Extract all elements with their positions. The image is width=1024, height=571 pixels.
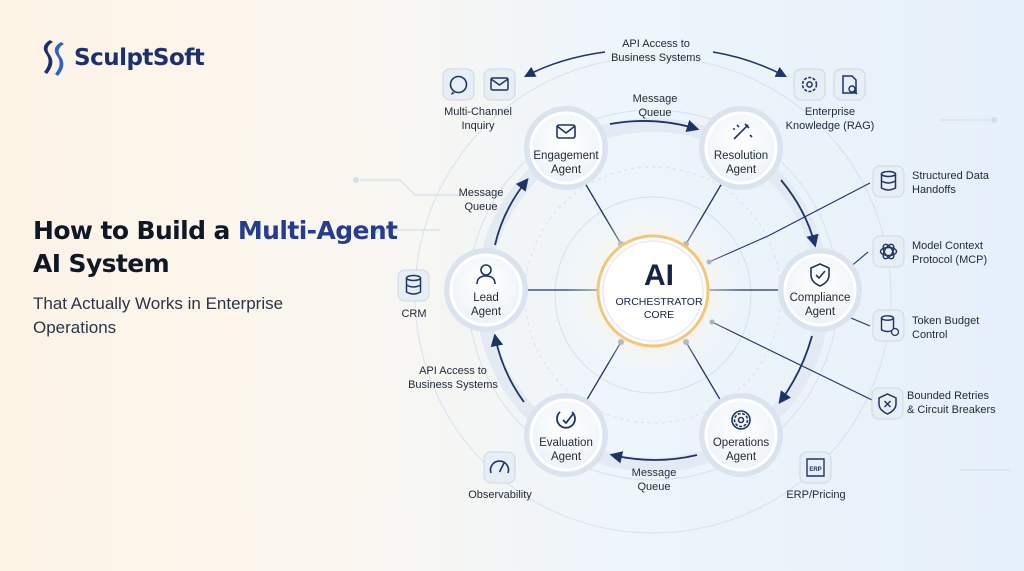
label-enterprise-knowledge: Enterprise Knowledge (RAG) bbox=[785, 106, 875, 132]
whatsapp-icon bbox=[442, 68, 475, 101]
shield-check-icon bbox=[810, 263, 830, 287]
label-model-context-protocol: Model Context Protocol (MCP) bbox=[912, 240, 988, 266]
mail-icon bbox=[483, 68, 516, 101]
label-message-queue-left: Message Queue bbox=[458, 187, 504, 213]
title-line-2: AI System bbox=[33, 249, 170, 278]
agent-node-engagement[interactable] bbox=[524, 106, 608, 190]
orchestrator-core[interactable] bbox=[596, 234, 710, 348]
agent-label-engagement: Engagement Agent bbox=[533, 150, 599, 176]
label-token-budget-control: Token Budget Control bbox=[912, 315, 980, 341]
page-subtitle: That Actually Works in Enterprise Operat… bbox=[33, 294, 284, 337]
title-accent: Multi-Agent bbox=[237, 216, 398, 245]
core-title: AI bbox=[644, 259, 674, 292]
svg-text:ERP: ERP bbox=[809, 467, 821, 473]
api-access-arrows-top bbox=[524, 51, 787, 78]
database-icon bbox=[397, 269, 430, 302]
wand-icon bbox=[733, 123, 753, 140]
user-icon bbox=[476, 264, 496, 285]
database-icon bbox=[872, 165, 905, 198]
agent-node-evaluation[interactable] bbox=[524, 393, 608, 477]
check-circle-icon bbox=[556, 411, 576, 429]
document-search-icon bbox=[833, 68, 866, 101]
agent-label-operations: Operations Agent bbox=[712, 437, 770, 463]
erp-icon: ERP bbox=[799, 451, 832, 484]
brand-logo[interactable]: SculptSoft bbox=[38, 38, 205, 78]
agent-node-resolution[interactable] bbox=[699, 106, 783, 190]
gear-icon bbox=[793, 68, 826, 101]
page-title: How to Build a Multi-Agent AI System bbox=[33, 214, 398, 280]
mail-icon bbox=[556, 124, 576, 139]
openai-icon bbox=[872, 235, 905, 268]
agent-label-evaluation: Evaluation Agent bbox=[539, 437, 593, 463]
agent-node-operations[interactable] bbox=[699, 393, 783, 477]
background-circuit bbox=[352, 116, 1010, 471]
ring-arrows bbox=[490, 120, 819, 464]
label-observability: Observability bbox=[468, 489, 532, 501]
database-icon bbox=[872, 309, 905, 342]
label-multi-channel-inquiry: Multi-Channel Inquiry bbox=[444, 106, 512, 132]
core-subtitle: ORCHESTRATOR CORE bbox=[615, 296, 703, 321]
title-part: How to Build a bbox=[33, 216, 238, 245]
gauge-icon bbox=[483, 451, 516, 484]
label-bounded-retries: Bounded Retries & Circuit Breakers bbox=[907, 390, 996, 416]
sculptsoft-logo-mark bbox=[43, 40, 64, 76]
brand-name: SculptSoft bbox=[74, 45, 205, 71]
agent-label-compliance: Compliance Agent bbox=[789, 292, 851, 318]
agent-node-lead[interactable] bbox=[444, 248, 528, 332]
label-message-queue-bottom: Message Queue bbox=[631, 467, 677, 493]
label-crm: CRM bbox=[401, 308, 427, 320]
agent-label-lead: Lead Agent bbox=[470, 292, 502, 318]
shield-x-icon bbox=[871, 387, 904, 420]
label-structured-data-handoffs: Structured Data Handoffs bbox=[912, 170, 990, 196]
label-api-access-top: API Access to Business Systems bbox=[611, 38, 701, 64]
label-erp-pricing: ERP/Pricing bbox=[786, 489, 846, 501]
label-message-queue-top: Message Queue bbox=[632, 93, 678, 119]
agent-node-compliance[interactable] bbox=[778, 248, 862, 332]
label-api-access-left: API Access to Business Systems bbox=[408, 365, 498, 391]
gear-icon bbox=[731, 410, 751, 430]
agent-label-resolution: Resolution Agent bbox=[713, 150, 769, 176]
